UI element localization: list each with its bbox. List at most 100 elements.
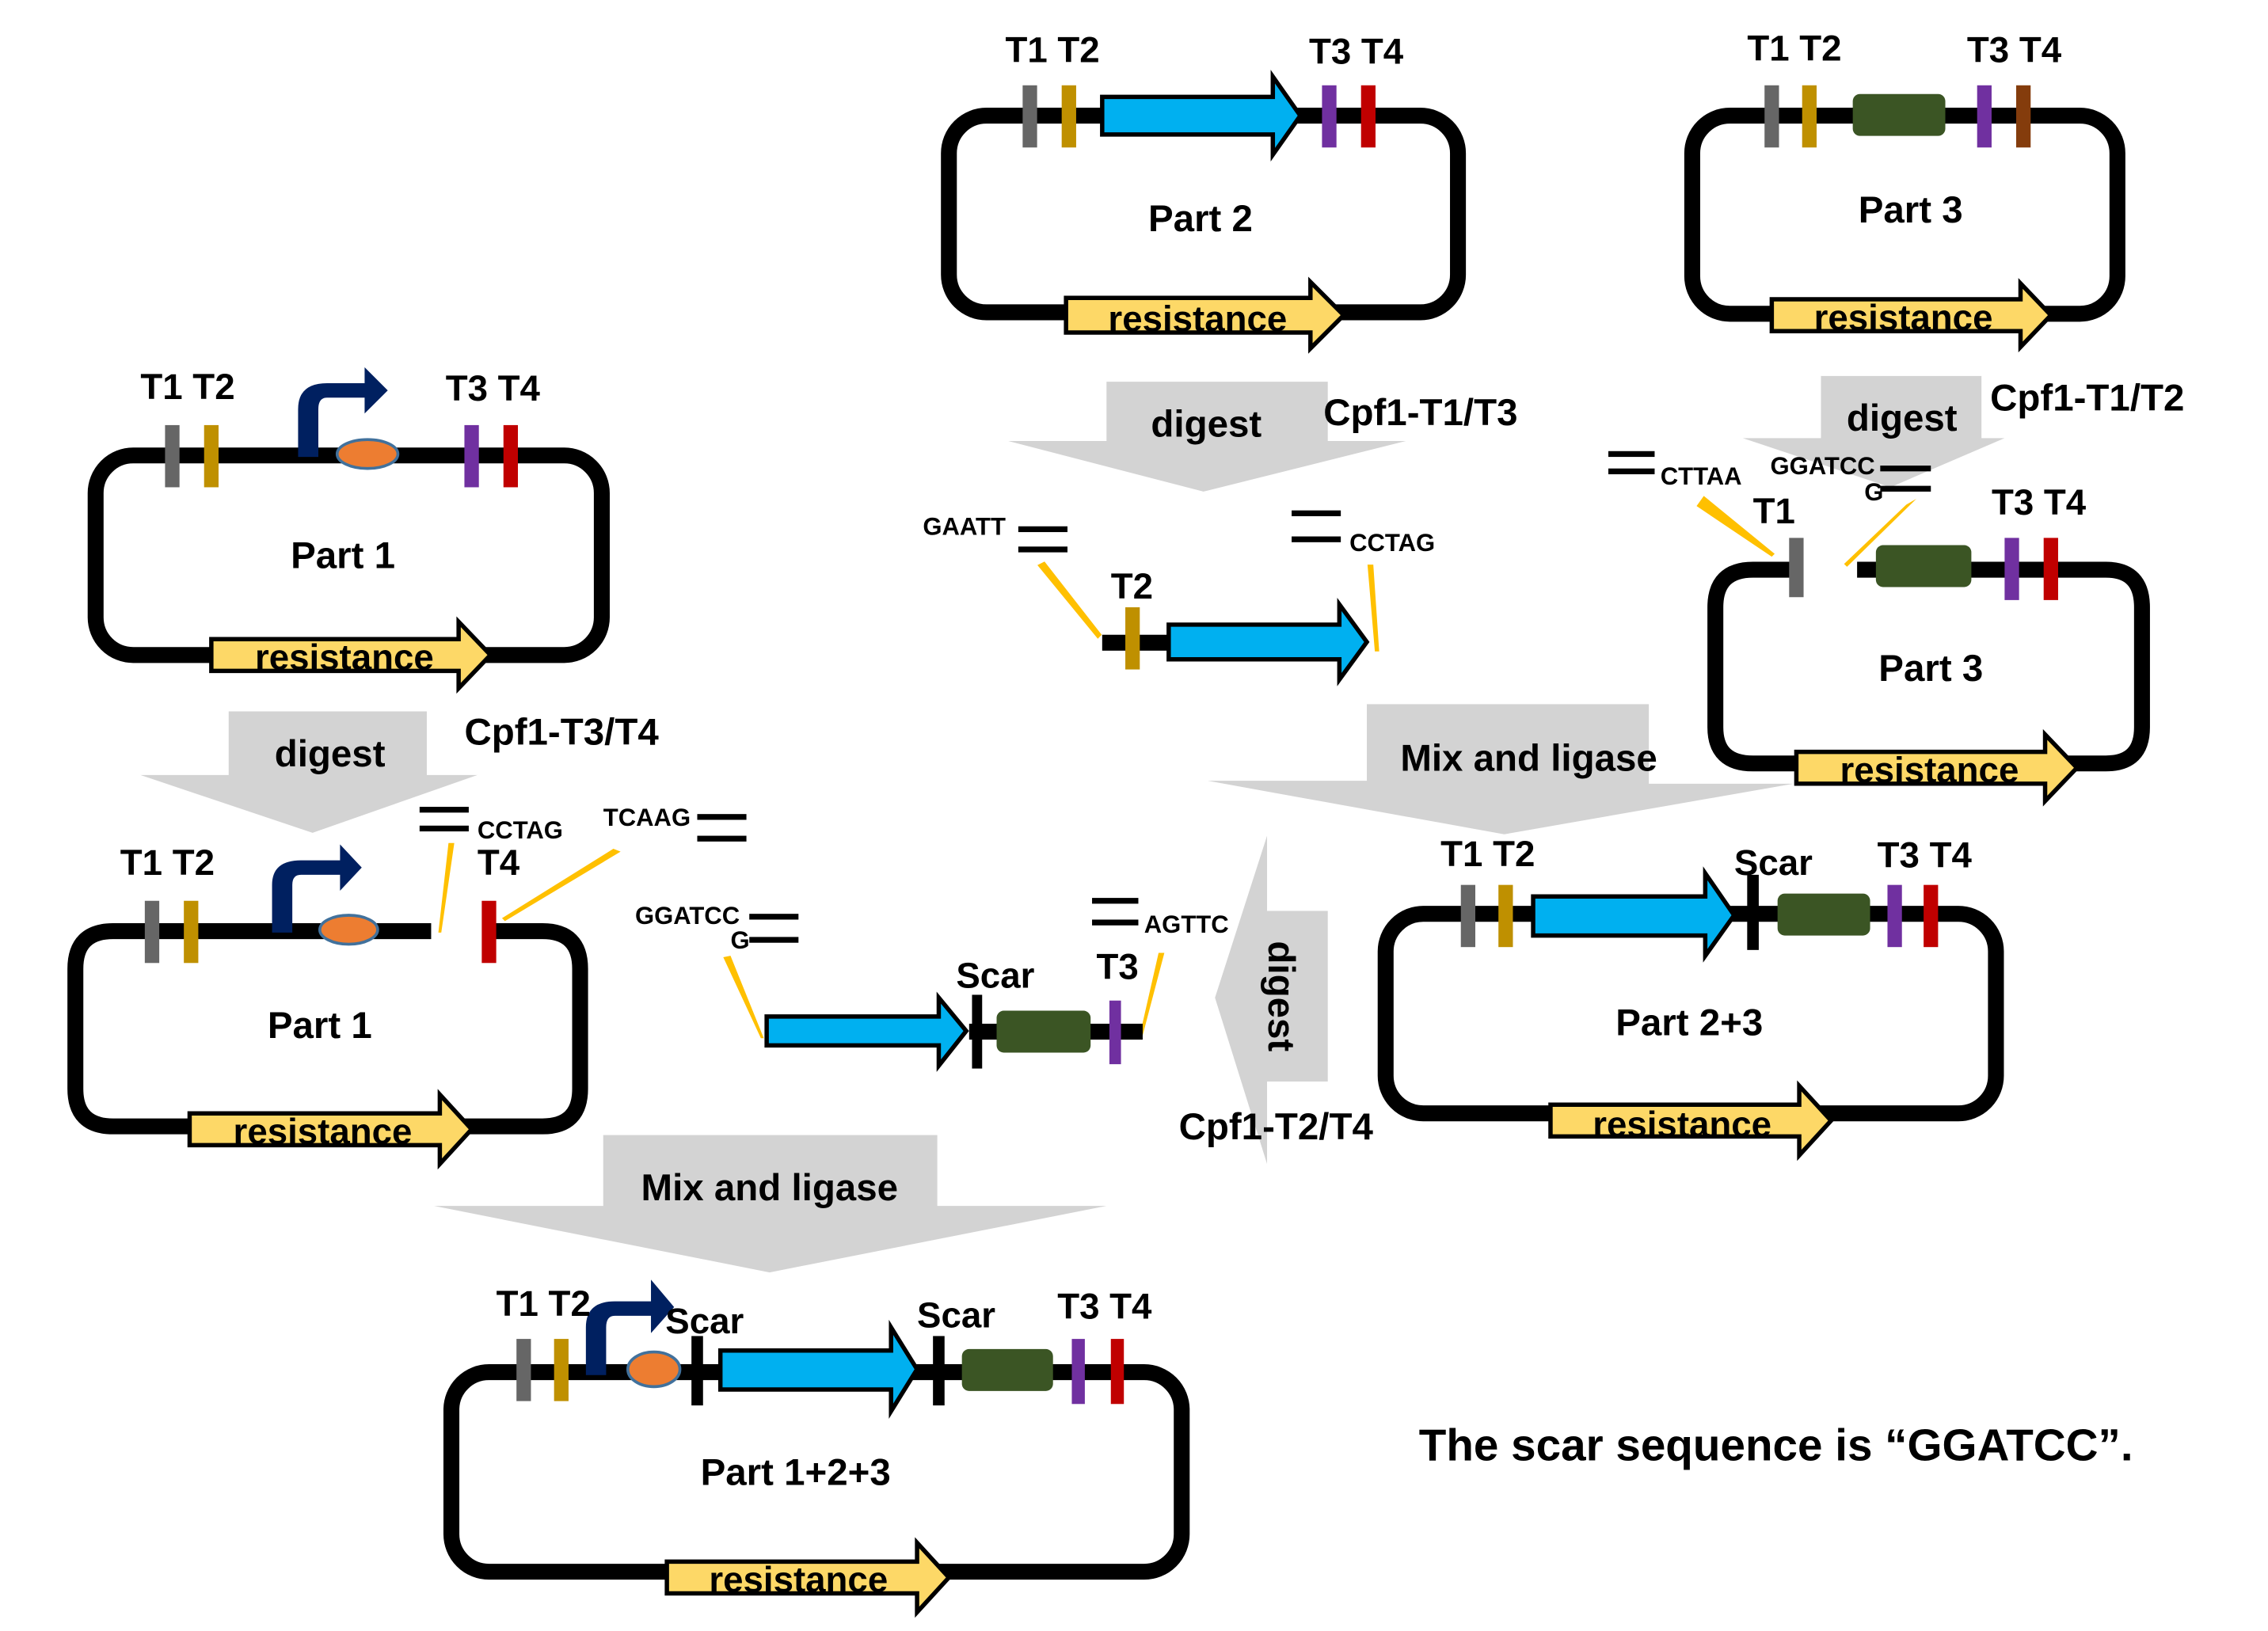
cut-line-icon [1367, 565, 1379, 652]
t4-site-marker [2016, 85, 2031, 148]
t3-site-marker [1071, 1339, 1085, 1405]
plasmid-part1-cut: T1 T2 T4 Part 1 resistance CCTAG TCAAG [67, 804, 747, 1170]
process-arrow-icon [434, 1135, 1107, 1273]
t2-site-marker [1802, 85, 1817, 148]
scar-marker [691, 1336, 703, 1406]
part23-fragment: GGATCC G AGTTC Scar T3 [635, 898, 1229, 1072]
strand-line [749, 937, 799, 943]
step-label: digest [275, 733, 386, 775]
left-overhang: CCTAG [478, 816, 563, 844]
resistance-arrow-icon [187, 1089, 475, 1170]
plasmid-part3: T1 T2 T3 T4 Part 3 resistance [1684, 29, 2125, 353]
enzyme-label: Cpf1-T3/T4 [464, 712, 659, 754]
cut-line-icon [438, 842, 455, 933]
gene-block-icon [1852, 93, 1946, 136]
gene-block-icon [1777, 893, 1870, 936]
cds-arrow-icon [1100, 70, 1303, 162]
resistance-arrow-icon [664, 1537, 952, 1618]
step-label: digest [1847, 397, 1958, 439]
process-arrow-icon [1208, 704, 1794, 835]
t1-site-marker [1764, 85, 1779, 148]
left-overhang: CTTAA [1661, 462, 1742, 490]
cds-arrow-icon [1531, 866, 1737, 963]
left-overhang-bottom: G [730, 926, 749, 954]
rbs-icon [335, 438, 400, 470]
left-overhang-top: GGATCC [635, 902, 740, 930]
gene-block-icon [961, 1348, 1053, 1391]
scar-marker [933, 1336, 945, 1406]
process-arrow-icon [1742, 375, 2005, 488]
scar-marker [972, 994, 983, 1069]
process-arrow-icon [140, 711, 478, 833]
strand-line [1608, 451, 1655, 458]
t1-site-marker [1022, 85, 1037, 148]
strand-line [697, 814, 747, 820]
step-label: digest [1260, 941, 1302, 1051]
t3t4-label: T3 T4 [1309, 31, 1404, 71]
resistance-arrow-icon [1548, 1080, 1834, 1161]
plasmid-title: Part 1 [291, 535, 395, 577]
scar-label: Scar [956, 955, 1034, 995]
plasmid-part1: T1 T2 T3 T4 Part 1 resistance [87, 367, 610, 694]
t3-site-marker [2004, 538, 2019, 600]
t3-label: T3 [1097, 946, 1139, 987]
step-mix-123: Mix and ligase [434, 1135, 1107, 1273]
t2-label: T2 [1111, 566, 1153, 606]
cds-arrow-icon [764, 991, 969, 1072]
t4-site-marker [1924, 884, 1939, 948]
t3-site-marker [1322, 85, 1337, 148]
step-mix-23: Mix and ligase [1208, 704, 1794, 835]
t1-label: T1 [1753, 491, 1795, 531]
resistance-label: resistance [709, 1560, 888, 1600]
process-arrow-icon [1008, 382, 1406, 492]
resistance-label: resistance [1108, 298, 1287, 339]
strand-line [749, 914, 799, 920]
left-overhang: GAATT [923, 513, 1006, 541]
right-overhang-bottom: G [1864, 478, 1883, 506]
t1t2-label: T1 T2 [1005, 30, 1099, 70]
scar-marker [1747, 874, 1759, 950]
plasmid-part3-cut: T1 T3 T4 Part 3 resistance CTTAA GGATCC … [1608, 451, 2150, 807]
strand-line [419, 807, 469, 813]
plasmid-title: Part 1 [268, 1005, 372, 1047]
gene-block-icon [1875, 545, 1972, 587]
strand-line [1018, 526, 1067, 533]
t2-site-marker [184, 900, 199, 964]
resistance-arrow-icon [1794, 728, 2080, 807]
t1-site-marker [1789, 538, 1804, 598]
scar-label: Scar [917, 1295, 995, 1335]
t2-site-marker [1061, 85, 1076, 148]
t2-site-marker [1125, 607, 1140, 670]
cut-line-icon [723, 956, 764, 1039]
resistance-label: resistance [1840, 750, 2019, 790]
enzyme-label: Cpf1-T1/T3 [1323, 392, 1517, 434]
enzyme-label: Cpf1-T1/T2 [1990, 378, 2184, 420]
plasmid-title: Part 3 [1859, 189, 1963, 231]
t1t2-label: T1 T2 [1747, 29, 1841, 69]
strand-line [1608, 468, 1655, 475]
step-part23-digest: digest Cpf1-T2/T4 [1179, 835, 1374, 1165]
strand-line [1880, 485, 1931, 492]
step-part2-digest: digest Cpf1-T1/T3 [1008, 382, 1518, 492]
cut-line-icon [501, 849, 621, 922]
t1t2-label: T1 T2 [120, 842, 215, 883]
plasmid-title: Part 2+3 [1615, 1002, 1763, 1044]
t1-site-marker [165, 424, 180, 488]
plasmid-title: Part 1+2+3 [701, 1452, 891, 1494]
t3-site-marker [1887, 884, 1902, 948]
step-part3-digest: digest Cpf1-T1/T2 [1742, 375, 2184, 488]
scar-sequence-note: The scar sequence is “GGATCC”. [1419, 1420, 2133, 1470]
resistance-arrow-icon [209, 616, 494, 694]
t1-site-marker [1460, 884, 1475, 948]
strand-line [1092, 919, 1139, 926]
plasmid-part2-3: T1 T2 Scar T3 T4 Part 2+3 resistance [1377, 834, 2004, 1161]
right-overhang: TCAAG [603, 804, 691, 831]
gene-block-icon [996, 1010, 1091, 1053]
plasmid-part1-2-3: T1 T2 Scar Scar T3 T4 Part 1+2+3 resista… [443, 1279, 1190, 1618]
enzyme-label: Cpf1-T2/T4 [1179, 1106, 1374, 1148]
scar-label: Scar [665, 1301, 744, 1341]
t3t4-label: T3 T4 [1992, 482, 2087, 523]
t4-site-marker [1110, 1339, 1124, 1405]
promoter-arrow-icon [298, 367, 388, 458]
